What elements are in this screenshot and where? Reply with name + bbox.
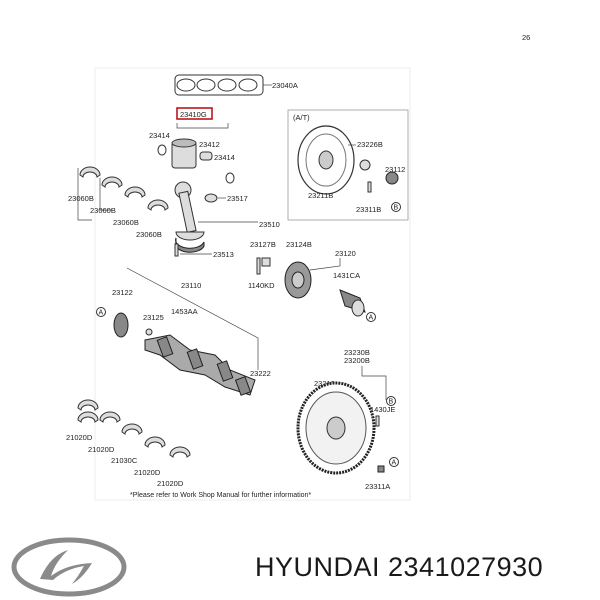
label-23112: 23112 bbox=[385, 165, 405, 174]
drive-plate-drawing bbox=[297, 125, 399, 195]
connecting-rod-drawing bbox=[174, 181, 218, 257]
label-23517: 23517 bbox=[227, 194, 248, 203]
label-1430JE: 1430JE bbox=[370, 405, 395, 414]
label-23222: 23222 bbox=[250, 369, 271, 378]
label-23513: 23513 bbox=[213, 250, 234, 259]
callout-a-1-text: A bbox=[369, 315, 374, 322]
label-23040A: 23040A bbox=[272, 81, 298, 90]
label-21020D-2: 21020D bbox=[88, 445, 115, 454]
callout-a-1 bbox=[366, 312, 376, 322]
label-23125: 23125 bbox=[143, 313, 164, 322]
label-23060B-2: 23060B bbox=[90, 206, 116, 215]
label-23211B: 23211B bbox=[308, 191, 333, 200]
callout-a-2-text: A bbox=[99, 310, 104, 317]
label-1431CA: 1431CA bbox=[333, 271, 360, 280]
callout-a-2 bbox=[96, 307, 106, 317]
label-21020D-4: 21020D bbox=[157, 479, 184, 488]
label-23414-b: 23414 bbox=[214, 153, 235, 162]
piston-rings-drawing bbox=[174, 74, 264, 96]
callout-b-2-text: B bbox=[389, 399, 394, 406]
label-23414-a: 23414 bbox=[149, 131, 170, 140]
diagram-frame bbox=[94, 67, 411, 501]
label-23060B-4: 23060B bbox=[136, 230, 162, 239]
label-23410G: 23410G bbox=[180, 110, 207, 119]
part-number: 2341027930 bbox=[388, 552, 544, 582]
label-21020D-1: 21020D bbox=[66, 433, 93, 442]
callout-b-2 bbox=[386, 396, 396, 406]
callout-a-3-text: A bbox=[392, 460, 397, 467]
callout-b-1-text: B bbox=[394, 205, 399, 212]
label-23060B-3: 23060B bbox=[113, 218, 139, 227]
damper-pulley-drawing bbox=[256, 257, 366, 317]
label-23226B: 23226B bbox=[357, 140, 383, 149]
label-23212: 23212 bbox=[314, 379, 335, 388]
crankshaft-drawing bbox=[113, 312, 256, 396]
label-1453AA: 1453AA bbox=[171, 307, 198, 316]
piston-drawing bbox=[157, 138, 235, 184]
brand-name: HYUNDAI bbox=[255, 552, 381, 582]
label-23230B: 23230B bbox=[344, 348, 370, 357]
label-21020D-3: 21020D bbox=[134, 468, 161, 477]
label-23127B: 23127B bbox=[250, 240, 276, 249]
bearing-shells-upper bbox=[79, 166, 169, 211]
label-21030C: 21030C bbox=[111, 456, 138, 465]
label-23110: 23110 bbox=[181, 281, 201, 290]
main-bearings-drawing bbox=[77, 399, 191, 458]
highlight-box bbox=[176, 107, 213, 120]
label-23412: 23412 bbox=[199, 140, 220, 149]
label-23060B-1: 23060B bbox=[68, 194, 94, 203]
label-23200B: 23200B bbox=[344, 356, 370, 365]
bottom-note: *Please refer to Work Shop Manual for fu… bbox=[130, 492, 311, 499]
label-23124B: 23124B bbox=[286, 240, 312, 249]
label-23311B: 23311B bbox=[356, 205, 381, 214]
label-23120: 23120 bbox=[335, 249, 356, 258]
at-label: (A/T) bbox=[293, 113, 310, 122]
callout-a-3 bbox=[389, 457, 399, 467]
callout-b-1 bbox=[391, 202, 401, 212]
corner-mark: 26 bbox=[522, 33, 530, 42]
label-1140KD: 1140KD bbox=[248, 281, 275, 290]
label-23122: 23122 bbox=[112, 288, 133, 297]
label-23510: 23510 bbox=[259, 220, 280, 229]
flywheel-drawing bbox=[296, 381, 385, 475]
at-inset-box bbox=[287, 109, 409, 221]
label-23311A: 23311A bbox=[365, 482, 390, 491]
hyundai-logo-icon bbox=[11, 537, 127, 597]
